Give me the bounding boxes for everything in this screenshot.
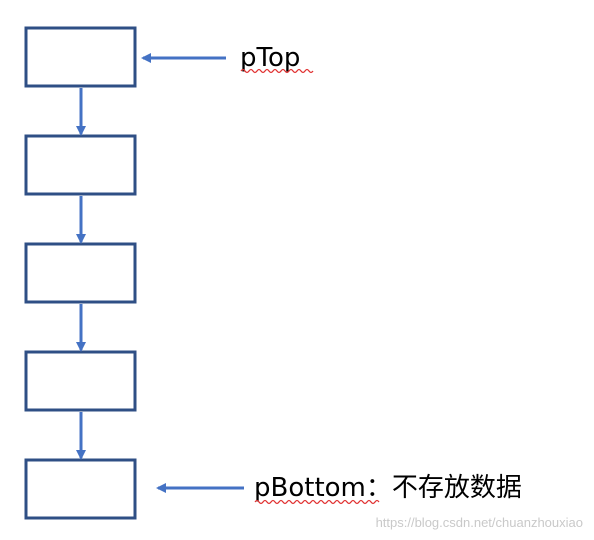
watermark-url: https://blog.csdn.net/chuanzhouxiao (376, 515, 583, 530)
pbottom-spellcheck-underline (254, 499, 380, 505)
stack-node-2 (24, 134, 137, 196)
stack-node-5 (24, 458, 137, 520)
ptop-spellcheck-underline (240, 68, 314, 74)
stack-node-3 (24, 242, 137, 304)
ptop-label: pTop (240, 43, 300, 73)
pbottom-label: pBottom：不存放数据 (254, 473, 522, 503)
stack-node-4 (24, 350, 137, 412)
stack-node-1 (24, 26, 137, 88)
